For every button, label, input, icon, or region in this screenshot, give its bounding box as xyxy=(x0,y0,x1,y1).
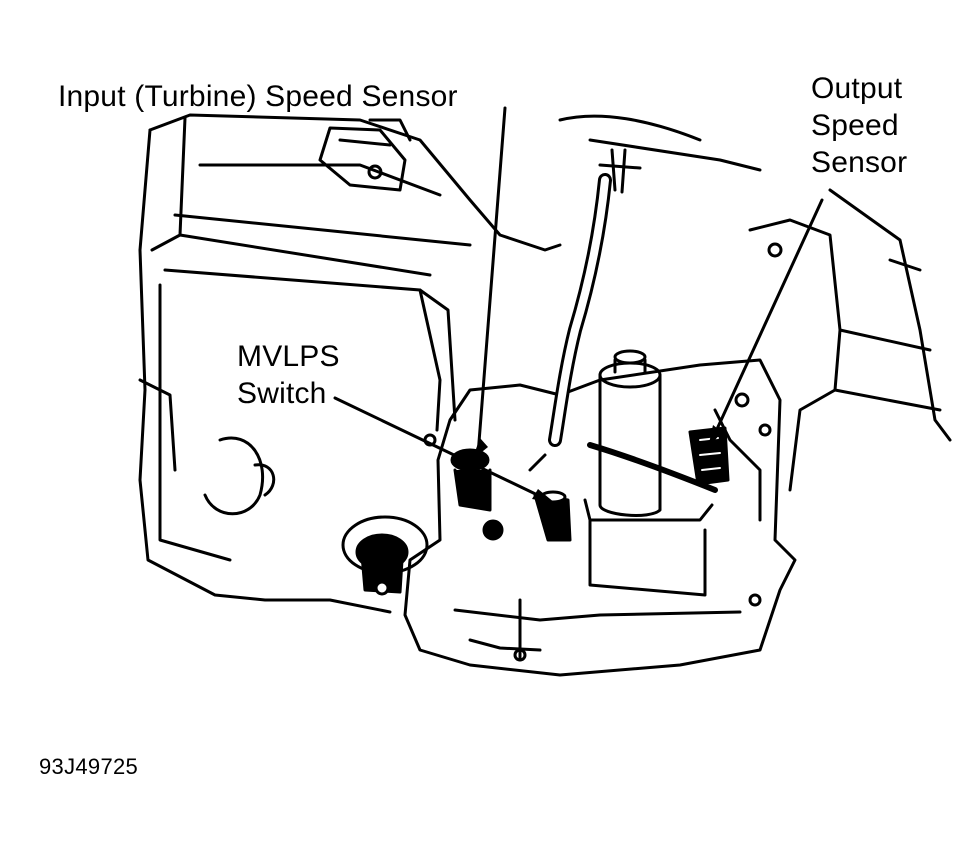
mount-bracket xyxy=(318,126,407,192)
mvlps-switch-label-line-1: MVLPS xyxy=(237,340,340,373)
leader-arrows xyxy=(472,425,722,503)
input-sensor-leader xyxy=(476,106,507,457)
output-sensor-label-line-3: Sensor xyxy=(811,146,908,179)
mvlps-switch xyxy=(528,453,572,542)
mvlps-switch-leader xyxy=(333,396,550,502)
valve-body xyxy=(403,358,797,677)
output-sensor-leader xyxy=(710,198,824,442)
output-housing xyxy=(748,188,952,492)
output-sensor-arrow xyxy=(708,425,722,448)
output-sensor-label-line-2: Speed xyxy=(811,109,899,142)
input-sensor-arrow xyxy=(472,438,488,460)
output-speed-sensor xyxy=(688,426,730,486)
mvlps-switch-label-line-2: Switch xyxy=(237,377,327,410)
leader-lines xyxy=(333,106,824,502)
output-sensor-label-line-1: Output xyxy=(811,72,903,105)
axle-stub xyxy=(341,515,429,596)
figure-id: 93J49725 xyxy=(39,754,139,779)
solenoid-cylinder xyxy=(598,349,662,517)
mvlps-switch-label: MVLPS Switch xyxy=(237,338,340,412)
output-sensor-label: Output Speed Sensor xyxy=(811,70,907,181)
input-sensor-label: Input (Turbine) Speed Sensor xyxy=(58,80,458,113)
transaxle-case xyxy=(138,113,562,614)
input-speed-sensor xyxy=(450,448,504,541)
wiring-harness xyxy=(548,114,762,493)
mvlps-switch-arrow xyxy=(532,489,555,503)
